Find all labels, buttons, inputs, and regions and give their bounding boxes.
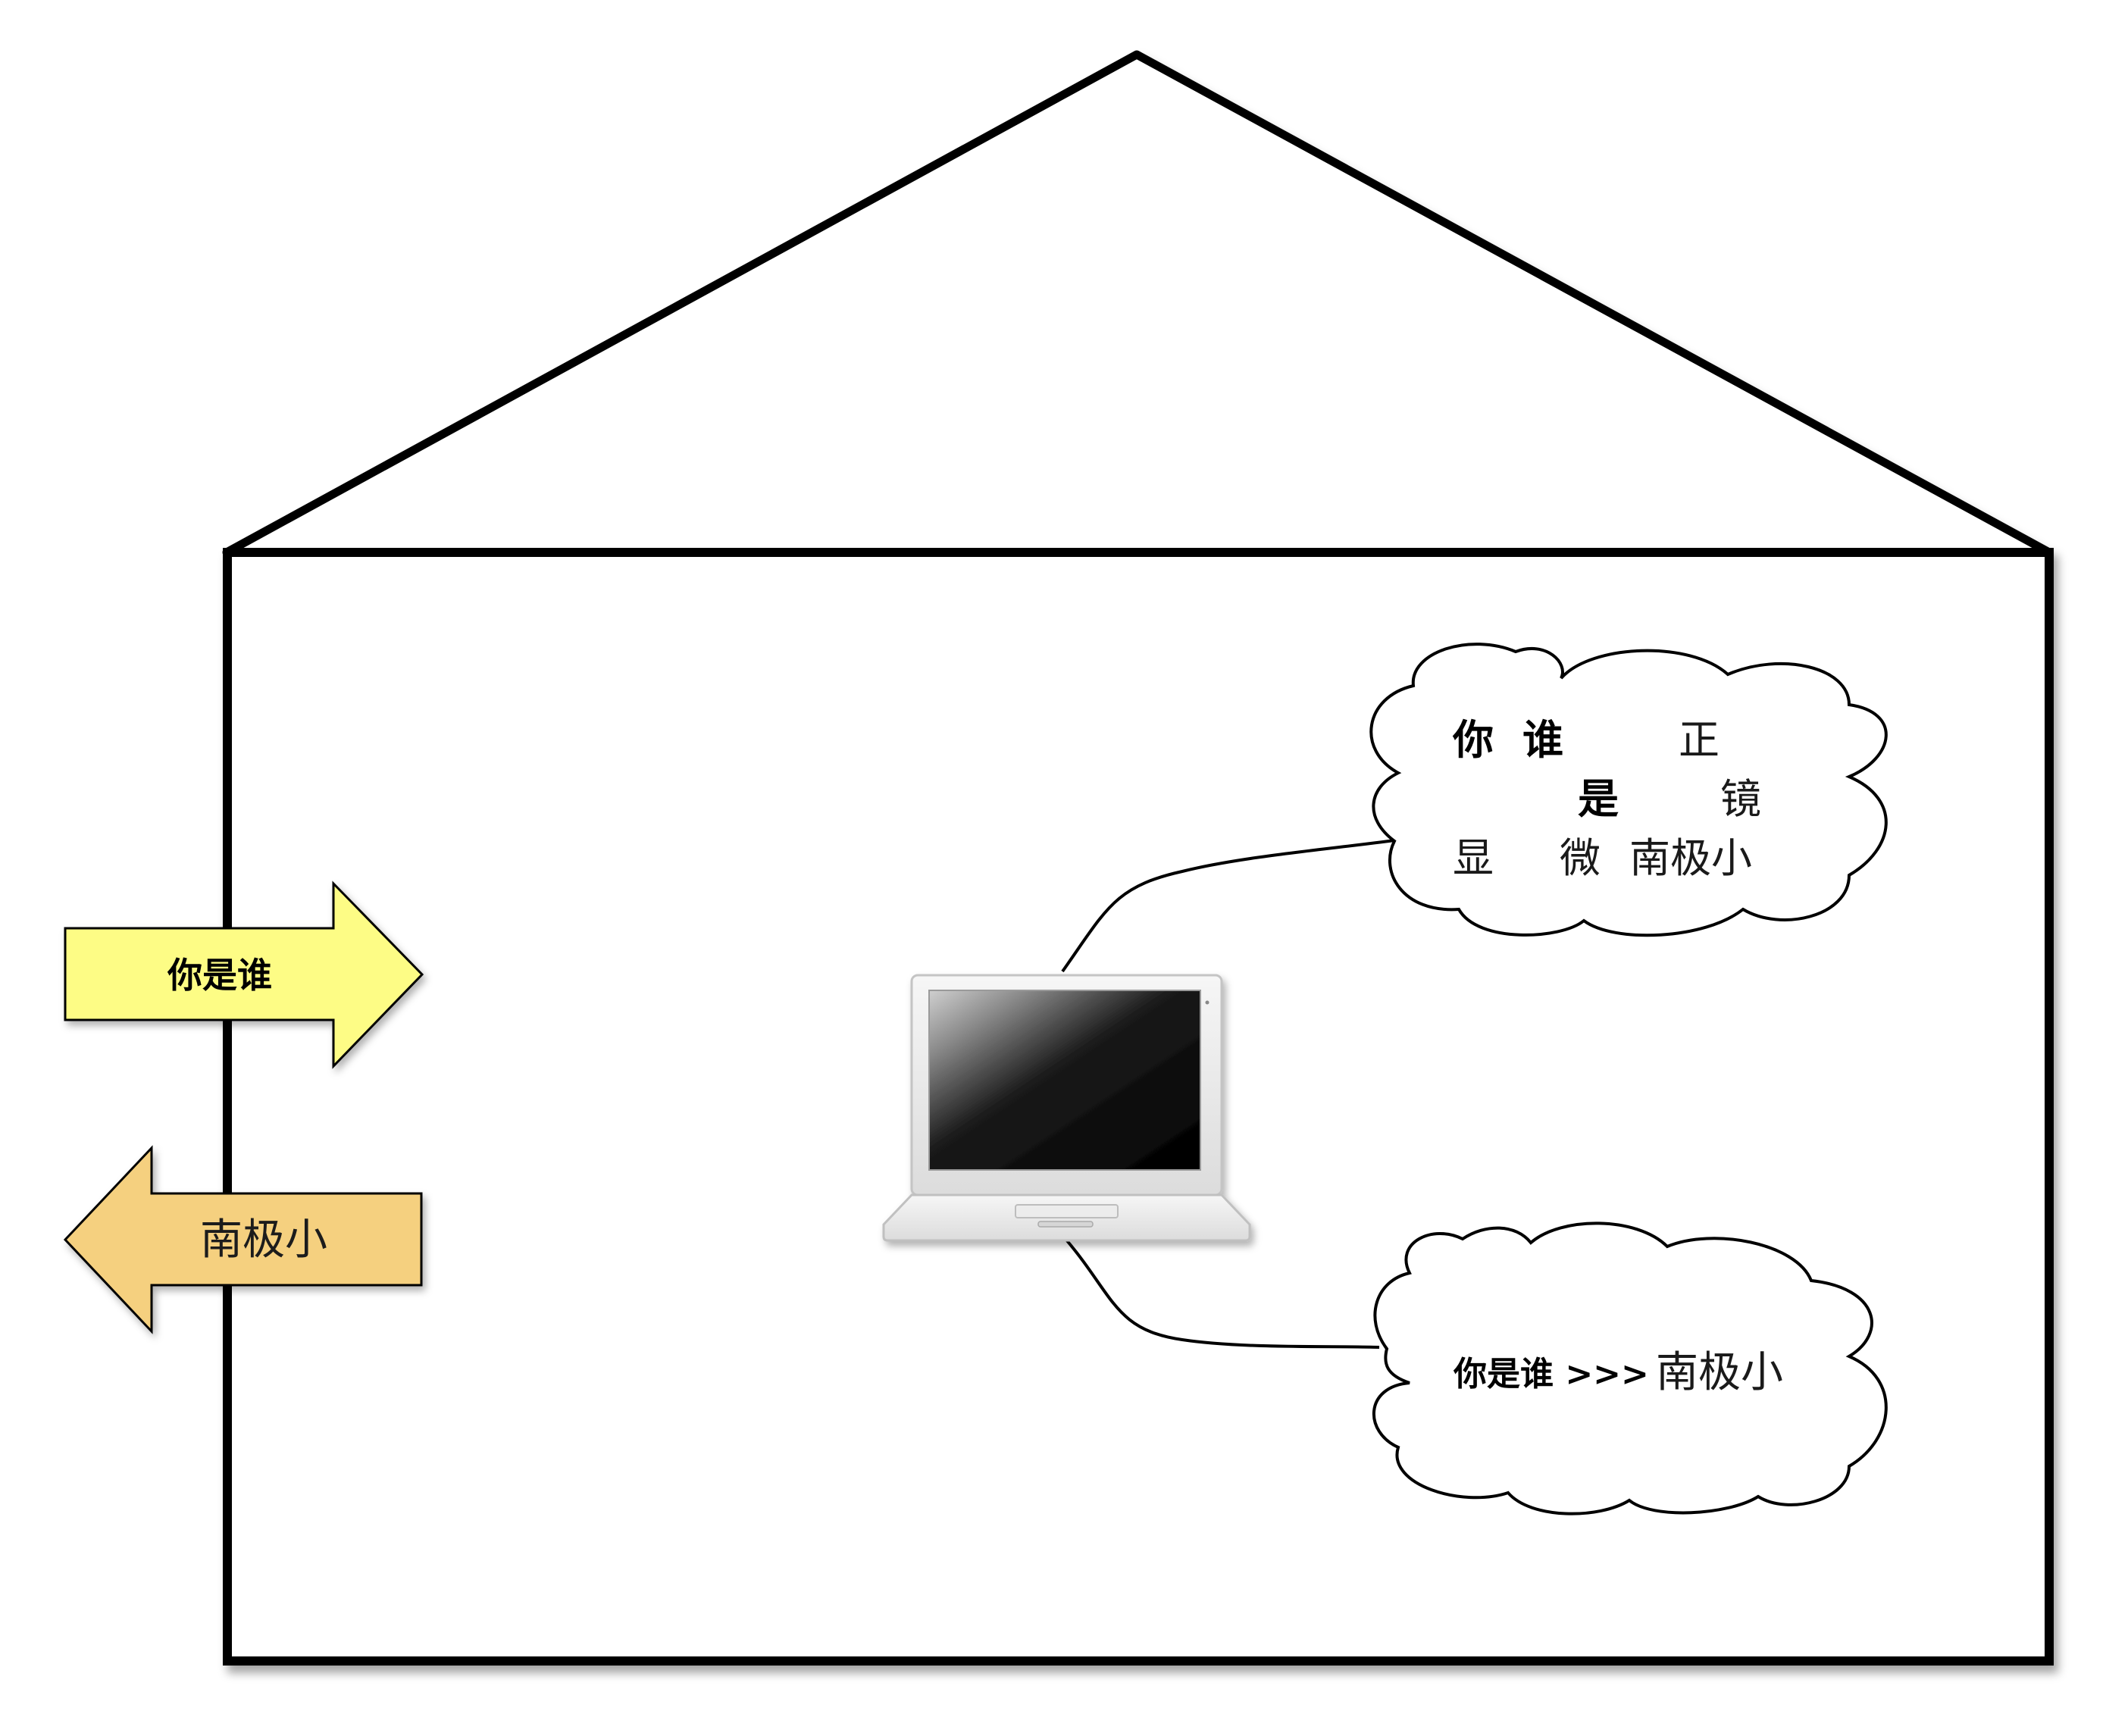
cloud-char-ni: 你 (1452, 716, 1494, 764)
cloud-char-wei: 微 (1560, 834, 1601, 882)
laptop-latch (1037, 1221, 1094, 1228)
incoming-arrow: 你是谁 (64, 881, 424, 1069)
cloud-char-zheng: 正 (1679, 716, 1720, 764)
connector-bottom (1064, 1237, 1380, 1349)
house-roof (222, 50, 2054, 557)
laptop-screen (928, 990, 1201, 1171)
arrow-shape-right (64, 881, 424, 1069)
cloud-char-jing: 镜 (1720, 775, 1761, 823)
cloud-char-shui: 谁 (1522, 716, 1563, 764)
cloud-text-nanjixiao: 南极小 (1629, 834, 1752, 882)
laptop-icon (882, 974, 1251, 1242)
cloud-top-text: 你 谁 正 是 镜 显 微 南极小 (1452, 716, 1761, 882)
laptop-camera (1205, 1000, 1209, 1005)
incoming-arrow-label: 你是谁 (167, 955, 272, 996)
cloud-char-xian: 显 (1453, 834, 1494, 882)
cloud-char-shi: 是 (1578, 775, 1619, 823)
cloud-shape (1372, 1221, 1888, 1515)
thought-cloud-top: 你 谁 正 是 镜 显 微 南极小 (1369, 643, 1888, 937)
thought-cloud-bottom: 你是谁 >>> 南极小 (1372, 1221, 1888, 1515)
cloud-shape (1369, 643, 1888, 937)
arrow-shape-left (63, 1145, 423, 1334)
cloud-bottom-query: 你是谁 >>> (1453, 1355, 1649, 1393)
cloud-bottom-answer: 南极小 (1656, 1348, 1783, 1397)
connector-top (1061, 839, 1395, 973)
laptop-trackpad (1015, 1204, 1119, 1218)
outgoing-arrow: 南极小 (63, 1145, 423, 1334)
outgoing-arrow-label: 南极小 (200, 1215, 327, 1265)
